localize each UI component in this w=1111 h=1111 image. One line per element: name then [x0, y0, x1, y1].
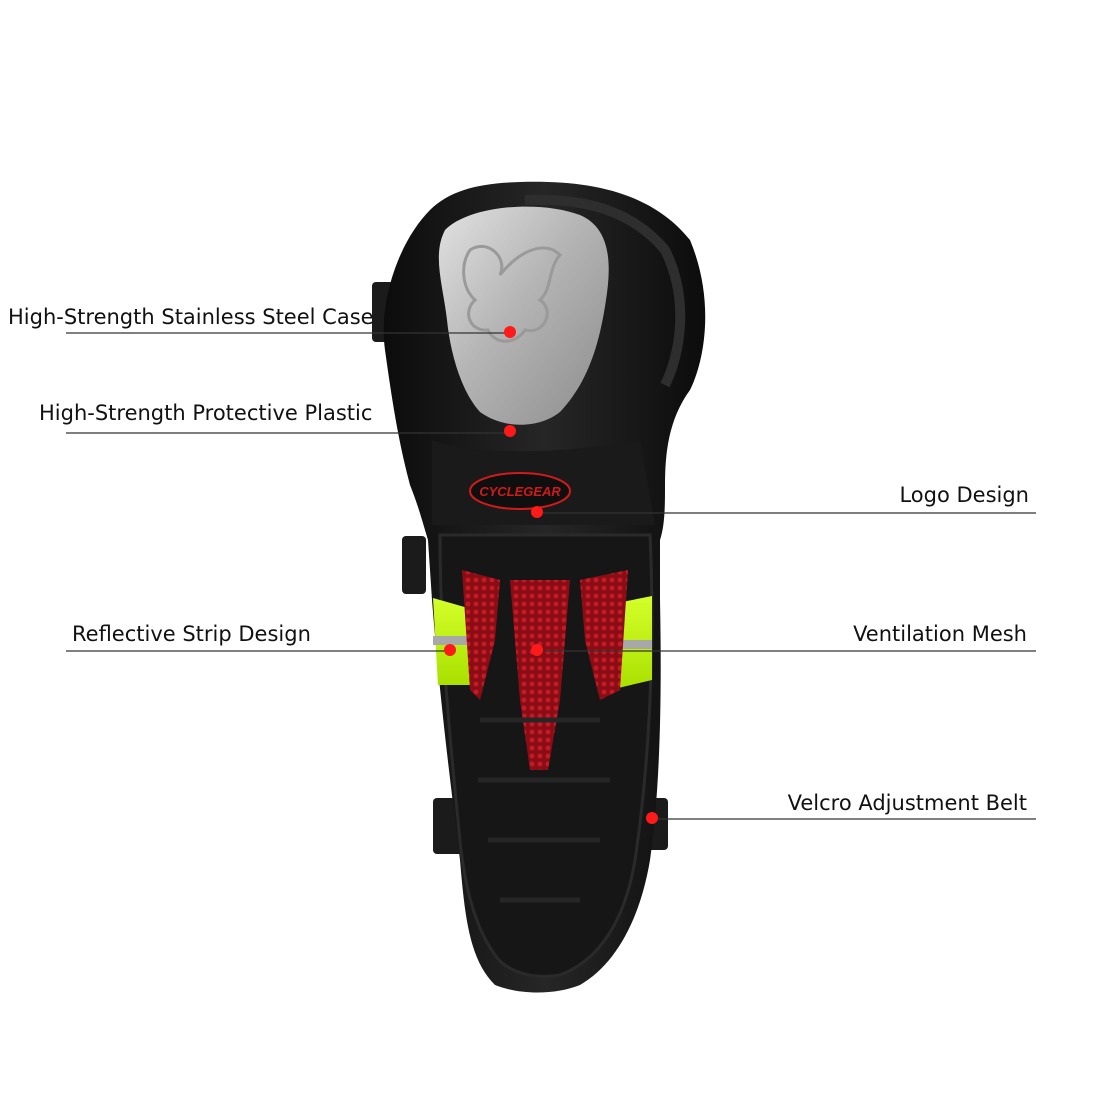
ventilation-mesh-right	[580, 570, 628, 700]
dot-reflective-strip	[444, 644, 456, 656]
padding-edge	[524, 194, 686, 388]
shin-ribs	[478, 717, 610, 903]
callout-dots	[444, 326, 658, 824]
middle-strap	[402, 536, 426, 594]
embossed-emblem	[462, 244, 563, 343]
dot-ventilation-mesh	[531, 644, 543, 656]
callout-logo-design: Logo Design	[899, 483, 1029, 507]
ventilation-mesh-left	[462, 570, 500, 700]
stainless-steel-cap	[438, 206, 609, 425]
logo-oval	[469, 472, 571, 510]
reflective-strip-right-band	[610, 640, 652, 649]
callout-ventilation-mesh: Ventilation Mesh	[853, 622, 1027, 646]
dot-protective-plastic	[504, 425, 516, 437]
reflective-strip-left-band	[433, 636, 469, 645]
callout-steel-case: High-Strength Stainless Steel Case	[8, 305, 374, 329]
logo-text: CYCLEGEAR	[479, 484, 561, 499]
dot-velcro-belt	[646, 812, 658, 824]
callout-lines	[66, 332, 1036, 820]
dot-logo-design	[531, 506, 543, 518]
dot-steel-case	[504, 326, 516, 338]
callout-reflective-strip: Reflective Strip Design	[72, 622, 311, 646]
callout-velcro-belt: Velcro Adjustment Belt	[787, 791, 1027, 815]
callout-protective-plastic: High-Strength Protective Plastic	[39, 401, 373, 425]
